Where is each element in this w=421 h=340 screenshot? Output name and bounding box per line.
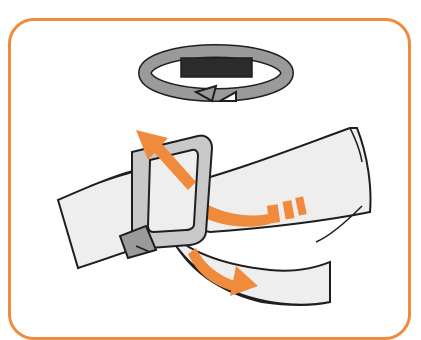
strap-adjustment-illustration <box>0 0 421 330</box>
rotation-icon <box>145 51 287 101</box>
